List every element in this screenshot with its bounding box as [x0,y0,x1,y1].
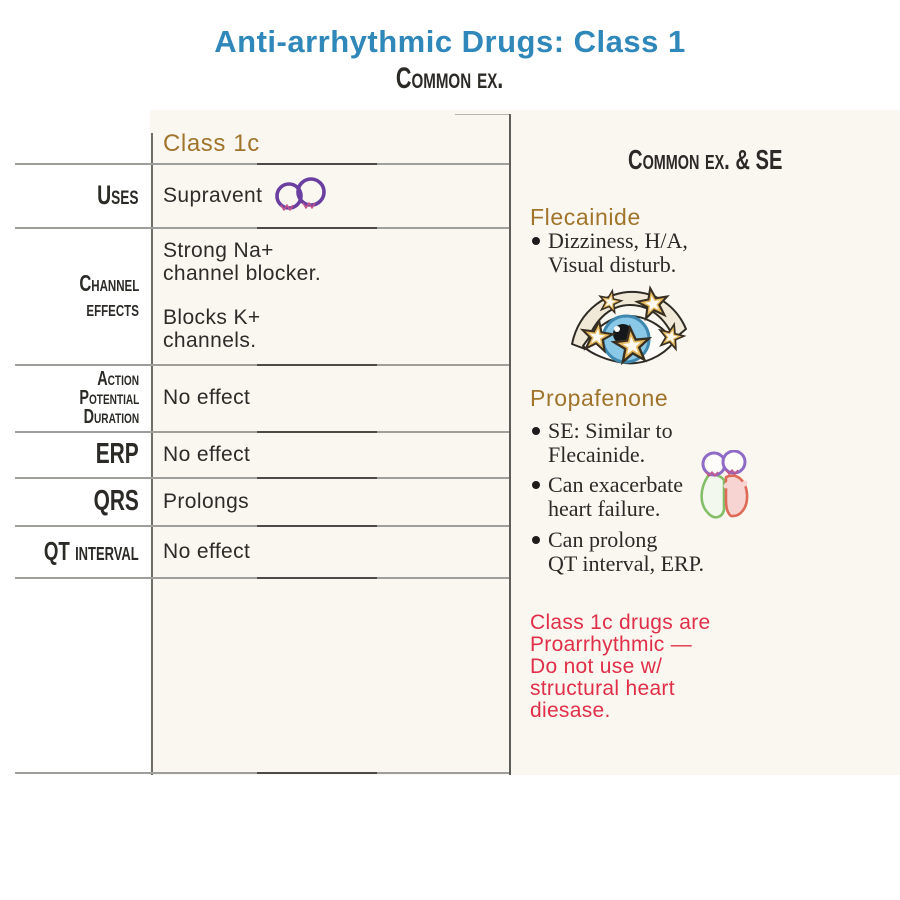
side-panel-header: Common ex. & SE [510,144,900,176]
row-label-apd-line1: Action [97,367,139,390]
propafenone-bullet-2: Can exacerbate heart failure. [530,473,683,521]
propafenone-bullet-1: SE: Similar to Flecainide. [530,419,673,467]
warning-line4: structural heart [530,677,675,700]
flecainide-bullet-line2: Visual disturb. [548,252,677,277]
propafenone-bullet-3-text: Can prolong QT interval, ERP. [548,528,704,576]
heart-doodle-icon [700,450,749,519]
cell-qrs-text: Prolongs [163,489,250,513]
row-line [15,576,509,579]
row-line [15,476,509,479]
row-label-qt-interval: QT interval [0,525,146,577]
cell-channel-line3: Blocks K+ [163,306,261,329]
row-label-erp-text: ERP [96,437,139,470]
page-title: Anti-arrhythmic Drugs: Class 1 [214,24,686,59]
propafenone-bullet-1-text: SE: Similar to Flecainide. [548,419,673,467]
supraventricular-doodle-icon [275,177,327,211]
warning-line5: diesase. [530,699,611,722]
flecainide-bullet-line1: Dizziness, H/A, [548,228,688,253]
warning-line1: Class 1c drugs are [530,611,711,634]
propafenone-bullet-3: Can prolong QT interval, ERP. [530,528,704,576]
cell-apd: No effect [163,364,250,431]
cell-channel-line4: channels. [163,329,257,352]
propafenone-b3-line1: Can prolong [548,527,658,552]
row-label-qrs: QRS [0,477,146,525]
bullet-dot-icon [532,536,540,544]
row-line [15,226,509,229]
propafenone-bullet-2-text: Can exacerbate heart failure. [548,473,683,521]
row-label-qrs-text: QRS [93,484,139,517]
column-header-class-1c: Class 1c [163,130,260,157]
row-label-channel-effects: Channel effects [0,227,146,364]
row-label-apd-line2: Potential [78,386,139,409]
cell-uses-text: Supravent [163,183,263,207]
row-label-apd-line3: Duration [83,405,139,428]
bullet-dot-icon [532,481,540,489]
propafenone-b2-line2: heart failure. [548,496,661,521]
flecainide-bullet: Dizziness, H/A, Visual disturb. [530,229,688,277]
row-line [15,363,509,366]
row-label-qt-text: QT interval [44,536,139,566]
row-line [15,524,509,527]
cell-channel-line1: Strong Na+ [163,239,274,262]
bullet-dot-icon [532,427,540,435]
row-label-channel-line1: Channel [79,269,139,296]
row-label-uses: Uses [0,163,146,227]
cell-erp-text: No effect [163,442,251,466]
cell-channel-effects: Strong Na+ channel blocker. Blocks K+ ch… [163,227,321,364]
table-bottom-border [15,771,509,774]
row-line [15,430,509,433]
class-1c-warning: Class 1c drugs are Proarrhythmic — Do no… [530,612,710,722]
bullet-dot-icon [532,237,540,245]
cell-qt-text: No effect [163,539,251,563]
row-label-channel-line2: effects [86,294,139,321]
warning-line2: Proarrhythmic — [530,633,693,656]
row-label-erp: ERP [0,431,146,477]
label-column-divider [151,133,153,775]
warning-line3: Do not use w/ [530,655,663,678]
propafenone-b1-line2: Flecainide. [548,442,646,467]
eye-with-stars-icon [571,284,687,365]
cell-channel-line2: channel blocker. [163,262,322,285]
page-subtitle-text: Common ex. [396,62,504,95]
row-label-action-potential-duration: Action Potential Duration [0,364,146,431]
panel-divider [509,114,511,775]
table-top-border [455,114,510,115]
propafenone-b3-line2: QT interval, ERP. [548,551,705,576]
drug-name-flecainide: Flecainide [530,204,641,230]
drug-name-propafenone: Propafenone [530,385,669,411]
cell-erp: No effect [163,431,250,477]
row-label-uses-text: Uses [97,179,139,210]
cell-qrs: Prolongs [163,477,249,525]
page-subtitle: Common ex. [0,62,900,96]
cell-apd-text: No effect [163,386,251,409]
propafenone-b2-line1: Can exacerbate [548,472,683,497]
flecainide-bullet-text: Dizziness, H/A, Visual disturb. [548,229,688,277]
cell-qt-interval: No effect [163,525,250,577]
propafenone-b1-line1: SE: Similar to [548,418,673,443]
row-line [15,162,509,165]
cell-channel-spacer [163,285,321,306]
content-panel-background [150,110,900,775]
side-panel-header-text: Common ex. & SE [627,144,783,175]
cell-uses: Supravent [163,163,330,227]
